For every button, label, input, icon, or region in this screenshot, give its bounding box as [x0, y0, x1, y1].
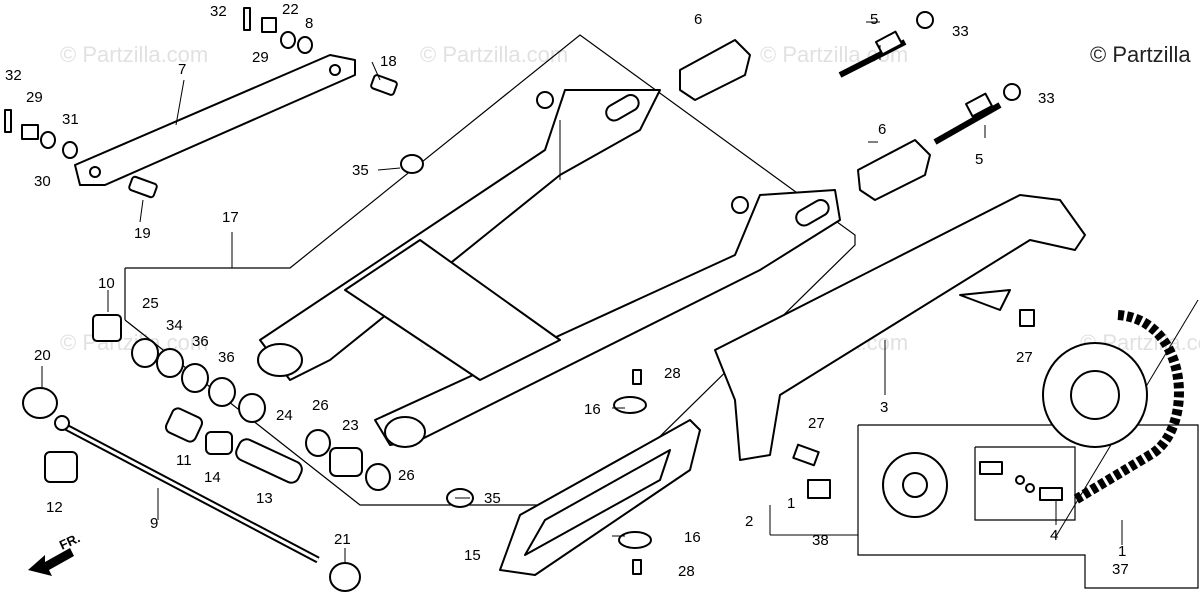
- drive-sprocket: [882, 452, 948, 518]
- watermark: © Partzilla.com: [420, 42, 568, 67]
- callout-3: 3: [880, 399, 888, 416]
- callout-26: 26: [312, 397, 329, 414]
- callout-14: 14: [204, 469, 221, 486]
- swingarm-group-frame: [124, 34, 856, 506]
- callout-24: 24: [276, 407, 293, 424]
- callout-18: 18: [380, 53, 397, 70]
- callout-31: 31: [62, 111, 79, 128]
- torque-link-hole: [329, 64, 341, 76]
- callout-21: 21: [334, 531, 351, 548]
- callouts: 32 22 8 29 6 5 33 32 7 18 29 31 30 33 6 …: [5, 1, 1129, 580]
- callout-33: 33: [952, 23, 969, 40]
- callout-22: 22: [282, 1, 299, 18]
- callout-7: 7: [178, 61, 186, 78]
- watermark: © Partzilla.com: [60, 42, 208, 67]
- chain-adjuster: [679, 39, 751, 101]
- adjuster-bolt: [838, 30, 907, 78]
- callout-28: 28: [678, 563, 695, 580]
- callout-15: 15: [464, 547, 481, 564]
- callout-36: 36: [218, 349, 235, 366]
- callout-23: 23: [342, 417, 359, 434]
- torque-link: [74, 54, 356, 186]
- callout-30: 30: [34, 173, 51, 190]
- callout-6: 6: [694, 11, 702, 28]
- torque-link-hole: [89, 166, 101, 178]
- callout-38: 38: [812, 532, 829, 549]
- callout-16: 16: [684, 529, 701, 546]
- callout-27: 27: [808, 415, 825, 432]
- pivot-bolt: [54, 415, 320, 564]
- bushings-and-bearings: [22, 314, 391, 592]
- callout-9: 9: [150, 515, 158, 532]
- callout-35: 35: [352, 162, 369, 179]
- callout-13: 13: [256, 490, 273, 507]
- callout-17: 17: [222, 209, 239, 226]
- master-link: [979, 461, 1063, 501]
- callout-27: 27: [1016, 349, 1033, 366]
- callout-8: 8: [305, 15, 313, 32]
- callout-34: 34: [166, 317, 183, 334]
- driven-sprocket: [1042, 342, 1148, 448]
- callout-20: 20: [34, 347, 51, 364]
- sprocket-frame: [974, 446, 1076, 521]
- callout-12: 12: [46, 499, 63, 516]
- adjuster-bolt: [933, 92, 1002, 145]
- callout-37: 37: [1112, 561, 1129, 578]
- drive-chain: [1072, 310, 1184, 505]
- callout-32: 32: [210, 3, 227, 20]
- callout-1: 1: [787, 495, 795, 512]
- swingarm-body: [257, 89, 841, 448]
- callout-35: 35: [484, 490, 501, 507]
- chain-kit-frame: [857, 424, 1199, 589]
- leader-lines: [41, 21, 1123, 563]
- callout-10: 10: [98, 275, 115, 292]
- callout-26: 26: [398, 467, 415, 484]
- callout-5: 5: [870, 11, 878, 28]
- fr-label: FR.: [57, 530, 82, 552]
- callout-16: 16: [584, 401, 601, 418]
- callout-19: 19: [134, 225, 151, 242]
- callout-28: 28: [664, 365, 681, 382]
- callout-25: 25: [142, 295, 159, 312]
- copyright-label: © Partzilla: [1090, 42, 1191, 67]
- fasteners: [4, 7, 1035, 575]
- callout-29: 29: [252, 49, 269, 66]
- chain-adjuster: [857, 139, 931, 201]
- callout-1: 1: [1118, 543, 1126, 560]
- callout-29: 29: [26, 89, 43, 106]
- callout-5: 5: [975, 151, 983, 168]
- callout-33: 33: [1038, 90, 1055, 107]
- front-direction-arrow: FR.: [28, 530, 82, 576]
- callout-6: 6: [878, 121, 886, 138]
- callout-11: 11: [176, 452, 192, 469]
- chain-case: [714, 194, 1086, 461]
- chain-slider-inner: [524, 449, 671, 556]
- callout-4: 4: [1050, 527, 1058, 544]
- callout-32: 32: [5, 67, 22, 84]
- chain-case-bracket: [959, 289, 1011, 311]
- callout-36: 36: [192, 333, 209, 350]
- sticker-label: [807, 479, 831, 499]
- callout-2: 2: [745, 513, 753, 530]
